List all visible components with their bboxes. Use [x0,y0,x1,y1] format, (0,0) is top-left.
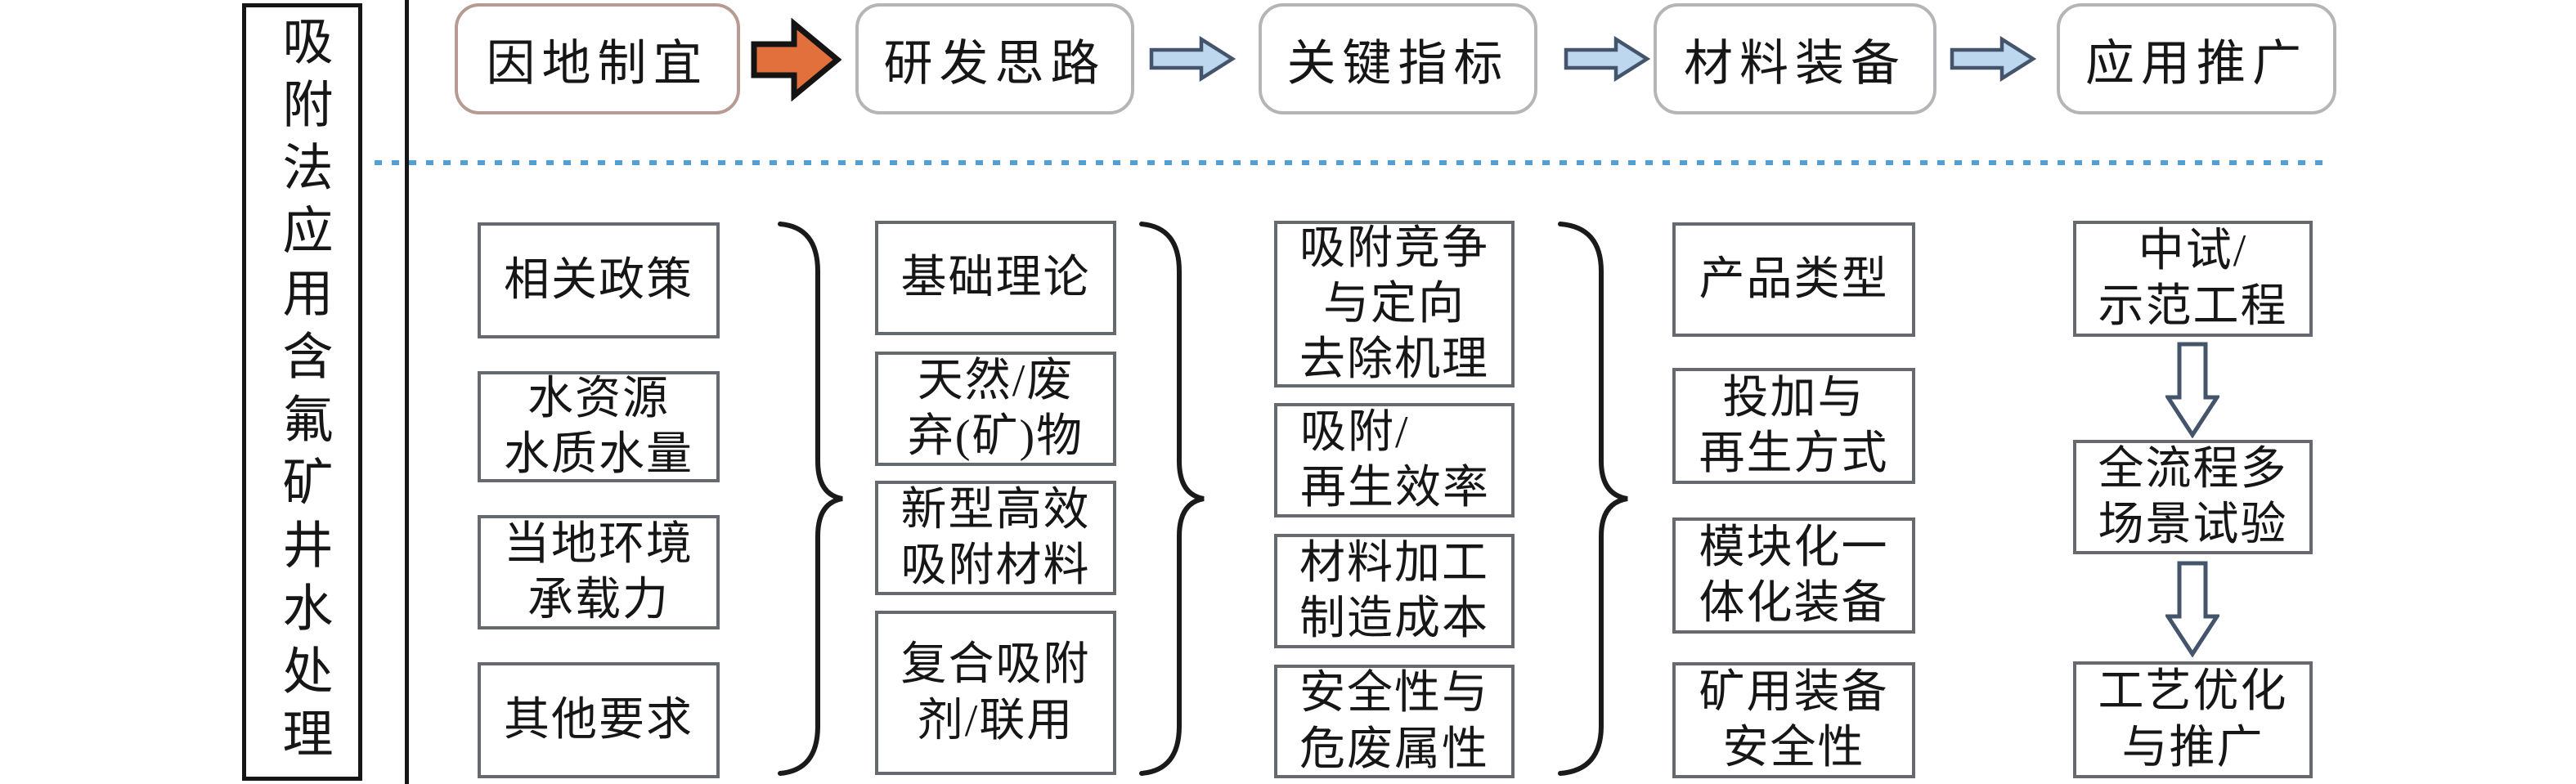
down-arrow-icon [2165,342,2219,438]
stage-box-rd-approach: 研发思路 [855,3,1134,114]
col4-box-mining-equipment-safety: 矿用装备 安全性 [1672,662,1915,778]
dotted-separator-line [375,160,2326,165]
col3-box-material-processing-cost: 材料加工 制造成本 [1274,534,1515,648]
col2-box-basic-theory: 基础理论 [875,221,1116,335]
col4-box-dosing-regeneration-mode: 投加与 再生方式 [1672,368,1915,484]
down-arrow-icon [2165,561,2219,657]
col5-box-pilot-demonstration-project: 中试/ 示范工程 [2073,221,2313,337]
blue-right-arrow-icon [1149,36,1236,82]
stage-box-materials-equipment: 材料装备 [1654,3,1936,114]
col5-box-full-process-multi-scenario-tests: 全流程多 场景试验 [2073,440,2313,554]
col3-box-adsorption-regeneration-efficiency: 吸附/ 再生效率 [1274,403,1515,517]
col5-box-process-optimization-promotion: 工艺优化 与推广 [2073,661,2313,778]
col2-box-natural-waste-minerals: 天然/废 弃(矿)物 [875,352,1116,466]
col1-box-other-requirements: 其他要求 [478,662,720,778]
col2-box-novel-efficient-adsorbents: 新型高效 吸附材料 [875,481,1116,595]
blue-right-arrow-icon [1950,36,2037,82]
col3-box-safety-hazardous-waste: 安全性与 危废属性 [1274,665,1515,778]
col3-box-adsorption-competition-targeted-removal: 吸附竞争 与定向 去除机理 [1274,221,1515,388]
curly-brace-icon [778,222,843,776]
curly-brace-icon [1558,222,1628,776]
col1-box-water-resources-quality-quantity: 水资源 水质水量 [478,371,720,482]
stage-box-key-indicators: 关键指标 [1259,3,1537,114]
blue-right-arrow-icon [1564,36,1651,82]
col4-box-product-type: 产品类型 [1672,222,1915,337]
col4-box-modular-integrated-equipment: 模块化一 体化装备 [1672,517,1915,634]
vertical-title-box: 吸附法应用含氟矿井水处理 [242,3,362,781]
orange-right-arrow-icon [751,18,842,101]
col2-box-composite-adsorbent-combined-use: 复合吸附 剂/联用 [875,611,1116,775]
stage-box-application-promotion: 应用推广 [2057,3,2336,114]
col1-box-local-env-capacity: 当地环境 承载力 [478,515,720,629]
col1-box-related-policies: 相关政策 [478,222,720,338]
curly-brace-icon [1139,222,1205,776]
vertical-title: 吸附法应用含氟矿井水处理 [274,14,330,770]
stage-box-adapt-local-conditions: 因地制宜 [455,3,740,114]
vertical-divider-line [405,0,409,784]
